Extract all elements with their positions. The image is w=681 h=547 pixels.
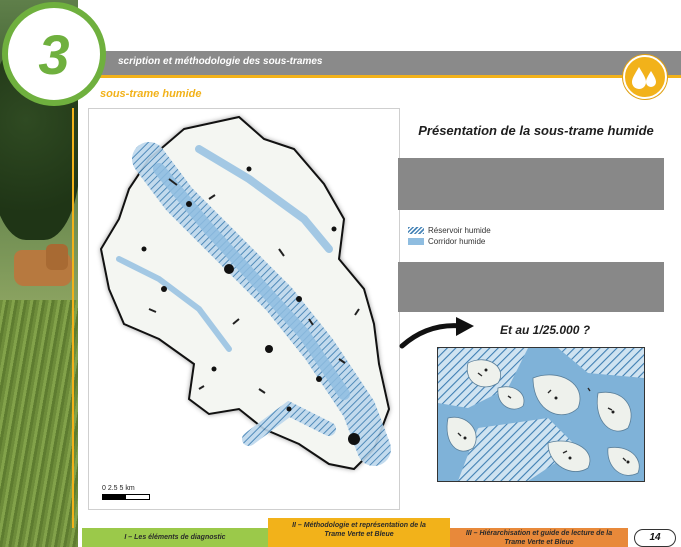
footer-tab-label: I – Les éléments de diagnostic (124, 534, 226, 541)
map-legend: Réservoir humide Corridor humide (408, 225, 491, 247)
legend-label: Réservoir humide (428, 226, 491, 235)
legend-label: Corridor humide (428, 237, 486, 246)
footer-tab-label: III – Hiérarchisation et guide de lectur… (465, 530, 613, 546)
footer-tab-hierarchy[interactable]: III – Hiérarchisation et guide de lectur… (450, 528, 628, 547)
legend-item-corridor: Corridor humide (408, 236, 491, 247)
inset-map-1-25000 (437, 347, 645, 482)
gray-box-bottom (398, 262, 664, 312)
legend-swatch-solid (408, 238, 424, 245)
scale-bar (102, 494, 150, 500)
footer-tab-methodology[interactable]: II – Méthodologie et représentation de l… (268, 518, 450, 547)
footer-tab-label: II – Méthodologie et représentation de l… (292, 522, 426, 538)
department-map (88, 108, 400, 510)
map-scale: 0 2.5 5 km (102, 485, 150, 500)
scale-label: 0 2.5 5 km (102, 485, 135, 492)
gray-box-top (398, 158, 664, 210)
panel-title: Présentation de la sous-trame humide (418, 123, 654, 138)
header-bar (100, 51, 681, 75)
curved-arrow-icon (399, 317, 474, 349)
zoom-label: Et au 1/25.000 ? (500, 323, 591, 337)
legend-item-reservoir: Réservoir humide (408, 225, 491, 236)
footer-tab-diagnostic[interactable]: I – Les éléments de diagnostic (82, 528, 268, 547)
section-number-badge: 3 (2, 2, 106, 106)
section-number: 3 (38, 23, 70, 86)
section-subtitle: sous-trame humide (100, 88, 202, 100)
header-title: scription et méthodologie des sous-trame… (118, 56, 323, 67)
cow-head-shape (46, 244, 68, 270)
header-underline (100, 75, 681, 78)
legend-swatch-hatched (408, 227, 424, 234)
water-drops-icon (623, 55, 667, 99)
left-accent-rule (72, 108, 74, 528)
grass-shape (0, 300, 78, 547)
page-number: 14 (634, 529, 676, 547)
